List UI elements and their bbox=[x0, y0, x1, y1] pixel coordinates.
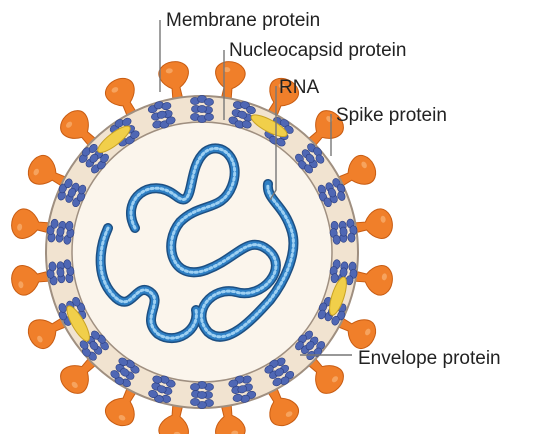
label-nucleocapsid-protein: Nucleocapsid protein bbox=[229, 40, 406, 61]
spike-protein-icon bbox=[11, 265, 52, 296]
membrane-protein-icon bbox=[190, 95, 214, 123]
spike-protein-icon bbox=[266, 77, 300, 118]
membrane-protein-icon bbox=[228, 101, 256, 129]
envelope-protein-icon bbox=[329, 276, 347, 316]
spike-protein-icon bbox=[158, 61, 189, 102]
label-envelope-protein: Envelope protein bbox=[358, 348, 501, 369]
membrane-protein-icon bbox=[190, 381, 214, 409]
membrane-protein-icon bbox=[264, 357, 295, 387]
spike-protein-icon bbox=[27, 154, 68, 188]
spike-protein-icon bbox=[11, 208, 52, 239]
spike-protein-icon bbox=[104, 386, 138, 427]
membrane-protein-icon bbox=[46, 259, 75, 286]
spike-protein-icon bbox=[60, 356, 98, 394]
envelope-protein-layer bbox=[66, 114, 347, 342]
membrane-protein-icon bbox=[295, 143, 325, 174]
rna-strand bbox=[95, 143, 299, 344]
spike-protein-icon bbox=[336, 154, 377, 188]
label-leader-lines bbox=[159, 20, 352, 356]
membrane-protein-icon bbox=[317, 178, 346, 208]
spike-protein-icon bbox=[215, 402, 246, 434]
spike-protein-icon bbox=[27, 316, 68, 350]
spike-protein-layer bbox=[11, 61, 393, 434]
spike-protein-icon bbox=[352, 265, 393, 296]
spike-protein-icon bbox=[266, 386, 300, 427]
envelope-protein-icon bbox=[250, 114, 288, 138]
spike-protein-icon bbox=[215, 61, 246, 102]
envelope-protein-icon bbox=[97, 125, 131, 154]
label-membrane-protein: Membrane protein bbox=[166, 10, 320, 31]
spike-protein-icon bbox=[336, 316, 377, 350]
spike-protein-icon bbox=[60, 110, 98, 148]
spike-protein-icon bbox=[352, 208, 393, 239]
rna-strand-beads bbox=[99, 146, 295, 340]
membrane-protein-icon bbox=[46, 218, 75, 245]
membrane-protein-icon bbox=[78, 143, 109, 174]
label-rna: RNA bbox=[279, 77, 319, 98]
envelope-protein-icon bbox=[66, 305, 90, 342]
membrane-protein-icon bbox=[110, 357, 140, 388]
leader-rna bbox=[269, 86, 277, 201]
membrane-protein-icon bbox=[228, 375, 257, 403]
membrane-protein-icon bbox=[57, 178, 87, 208]
membrane-protein-icon bbox=[147, 101, 176, 129]
membrane-protein-icon bbox=[79, 330, 109, 361]
label-spike-protein: Spike protein bbox=[336, 105, 447, 126]
spike-protein-icon bbox=[306, 356, 344, 394]
spike-protein-icon bbox=[104, 77, 138, 118]
spike-protein-icon bbox=[158, 402, 189, 434]
membrane-protein-icon bbox=[148, 375, 176, 403]
membrane-protein-icon bbox=[329, 218, 358, 245]
